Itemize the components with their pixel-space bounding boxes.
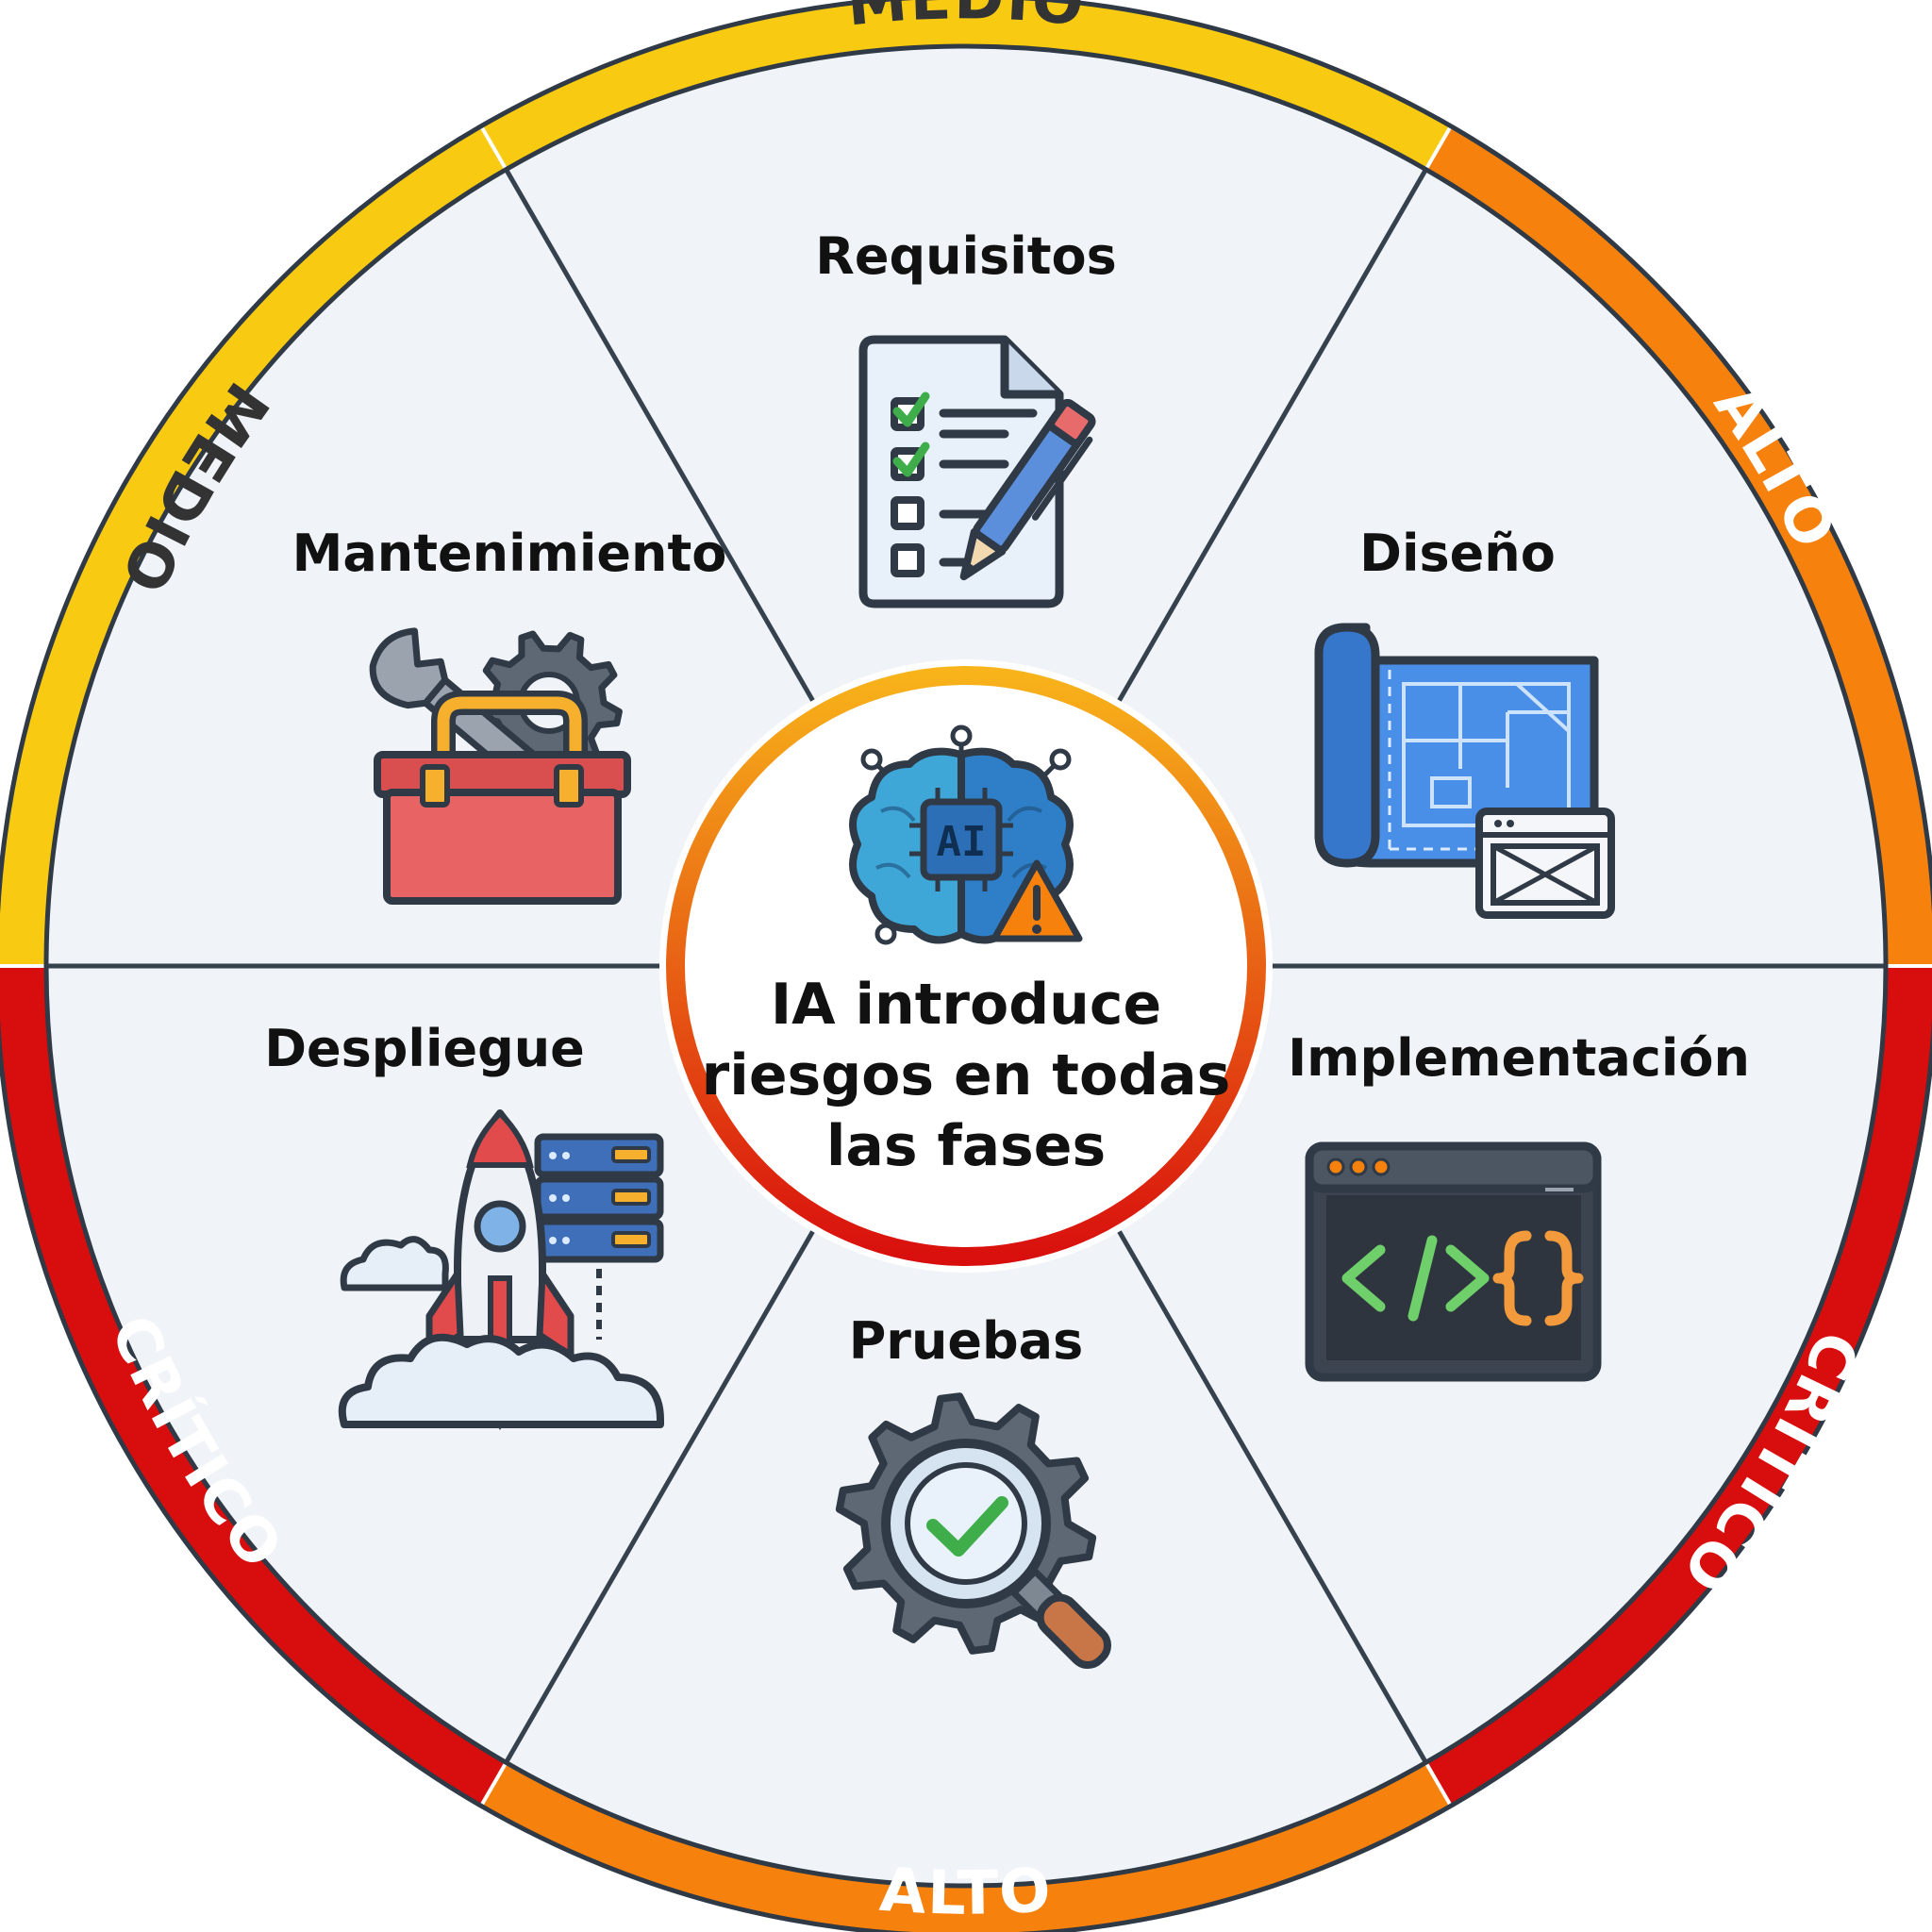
phase-segments [43,43,1889,1889]
inner-outline [43,43,1889,1889]
segment-divider [504,1230,815,1764]
blueprint-wireframe-icon [1314,623,1615,919]
phase-label-pruebas: Pruebas [849,1311,1084,1371]
phase-label-diseno: Diseño [1359,524,1556,583]
ring-separator [1424,1761,1454,1809]
checklist-document-pen-icon [858,335,1096,608]
ring-band-bottom-left [0,966,507,1808]
gear-magnifier-check-icon [835,1392,1112,1670]
center-hub: AI IA introduce riesgos en todas las fas… [666,666,1266,1266]
center-title-line-3: las fases [826,1113,1106,1179]
ring-band-top-right [1425,124,1932,966]
ring-band-bottom-right [1425,966,1932,1808]
ring-label-bottom: ALTO [877,1856,1055,1929]
rocket-server-launch-icon [338,1108,664,1431]
segment-divider [504,168,815,702]
code-window-icon [1305,1141,1602,1382]
ring-separator [478,1761,508,1809]
ai-chip-label: AI [937,818,987,866]
ring-separator [478,123,508,171]
ring-separator [1424,123,1454,171]
ring-band-bottom [480,1762,1452,1932]
ai-brain-warning-icon: AI [849,724,1083,945]
ring-band-top-left [0,124,507,966]
phase-label-requisitos: Requisitos [815,226,1117,286]
center-title-line-2: riesgos en todas [702,1042,1231,1108]
toolbox-wrench-gear-icon [369,627,631,905]
phase-label-despliegue: Despliegue [264,1019,585,1078]
segment-divider [1117,1230,1428,1764]
center-disc [685,685,1247,1247]
center-title-line-1: IA introduce [771,972,1161,1038]
phase-label-implementacion: Implementación [1288,1028,1750,1088]
ring-band-top [480,0,1452,170]
segment-divider [1117,168,1428,702]
phase-labels: Requisitos Diseño Implementación Pruebas… [264,226,1750,1371]
phase-label-mantenimiento: Mantenimiento [292,524,727,583]
